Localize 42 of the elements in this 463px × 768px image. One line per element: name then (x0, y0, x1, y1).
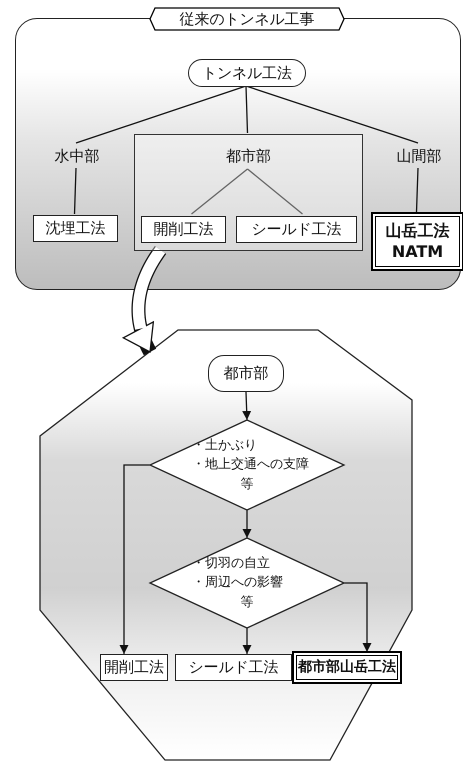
node-label: シールド工法 (188, 658, 278, 677)
node-label: 都市部 (224, 364, 268, 383)
method-box (100, 654, 168, 681)
node-label: 沈埋工法 (46, 219, 106, 238)
connector-line (247, 168, 303, 214)
condition-text: 等 (240, 594, 254, 612)
node-label: 山岳工法 NATM (384, 220, 450, 262)
rounded-node (208, 355, 284, 392)
curved-block-arrow (122, 246, 166, 356)
condition-text: 等 (240, 476, 254, 494)
arrow (120, 464, 150, 654)
node-label: 開削工法 (104, 658, 164, 677)
category-label: 水中部 (54, 147, 100, 166)
method-box (141, 216, 226, 243)
method-box (236, 216, 357, 243)
connector-line (245, 86, 248, 134)
highlighted-box (372, 213, 463, 270)
method-box (175, 654, 292, 681)
highlighted-box (293, 652, 401, 683)
arrow (242, 510, 252, 538)
connector-line (76, 85, 246, 144)
arrow (242, 628, 252, 654)
node-label: 開削工法 (154, 220, 214, 239)
node-label: 都市部山岳工法 (298, 658, 396, 677)
arrow (344, 582, 372, 652)
rounded-node (188, 59, 306, 87)
connector-line (416, 168, 419, 212)
category-label: 都市部 (226, 147, 271, 166)
node-label: シールド工法 (252, 220, 342, 239)
condition-text: ・切羽の自立 (192, 554, 270, 573)
group-box (134, 134, 363, 251)
connector-line (246, 85, 418, 144)
condition-text: ・地上交通への支障 (192, 456, 309, 474)
arrow (242, 392, 252, 420)
method-box (33, 215, 118, 242)
panel-title: 従来のトンネル工事 (149, 7, 345, 31)
condition-text: ・周辺への影響 (192, 574, 283, 592)
connector-line (74, 168, 77, 214)
connector-line (191, 168, 248, 214)
condition-text: ・土かぶり (192, 436, 257, 455)
category-label: 山間部 (396, 147, 442, 166)
node-label: トンネル工法 (202, 64, 292, 82)
